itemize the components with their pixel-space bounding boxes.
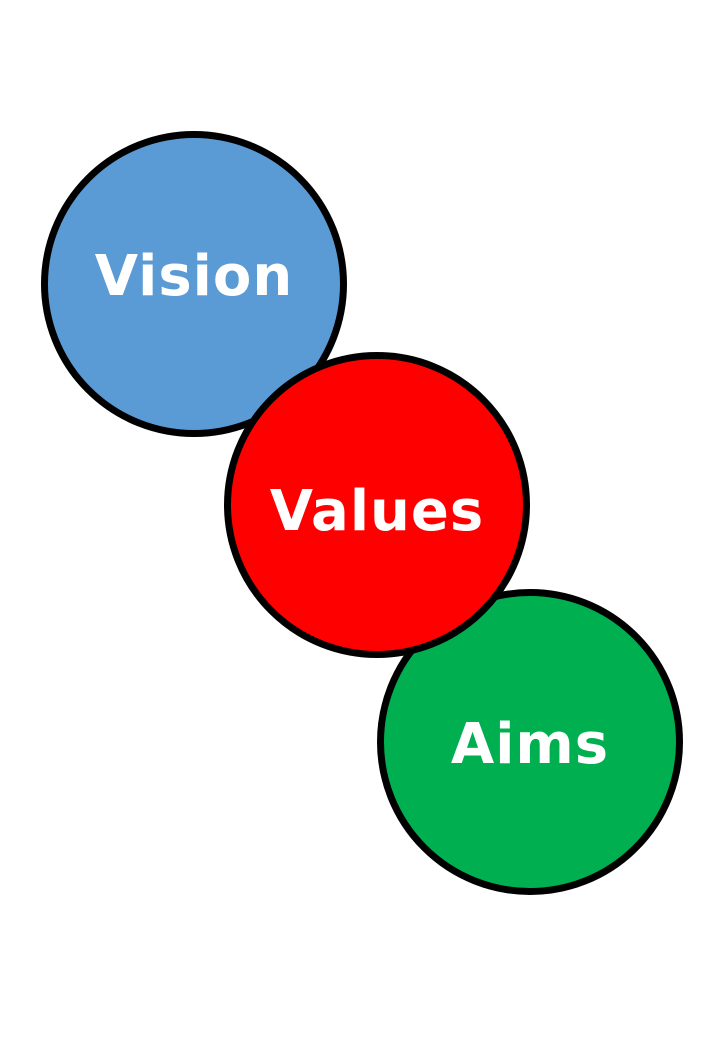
vision-circle: Vision [41, 131, 347, 437]
values-label: Values [269, 479, 485, 544]
vision-label: Vision [94, 244, 294, 309]
aims-circle: Aims [377, 589, 683, 895]
values-circle: Values [224, 352, 530, 658]
aims-label: Aims [450, 712, 610, 777]
